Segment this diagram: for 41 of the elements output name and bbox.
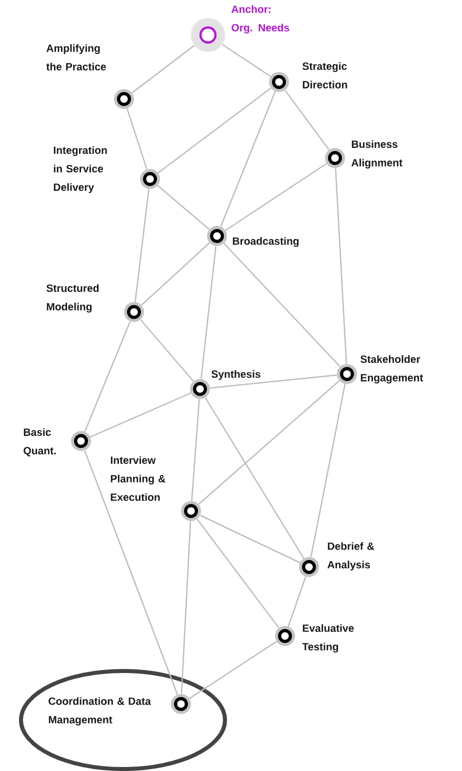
connector-line xyxy=(310,384,346,558)
connector-line xyxy=(157,185,210,230)
connector-line xyxy=(189,641,277,699)
connector-line xyxy=(126,108,148,170)
node-label: Interview Planning & Execution xyxy=(110,456,166,501)
node-label: Coordination & Data Management xyxy=(48,697,151,726)
node-label: Structured Modeling xyxy=(46,284,99,313)
connector-line xyxy=(140,319,194,382)
node-label: Basic Quant. xyxy=(24,428,56,456)
connector-line xyxy=(180,521,192,694)
connector-line xyxy=(224,242,340,368)
connector-line xyxy=(220,91,276,227)
connector-line xyxy=(204,397,304,559)
connector-line xyxy=(334,168,348,364)
connector-line xyxy=(210,374,337,389)
connector-line xyxy=(134,189,150,302)
node-label: Strategic Direction xyxy=(302,62,348,88)
node-label: Broadcasting xyxy=(232,237,299,247)
connector-line xyxy=(198,380,340,505)
node-label: Integration in Service Delivery xyxy=(54,146,107,193)
connector-line xyxy=(132,44,195,94)
connector-line xyxy=(84,450,178,695)
node-label: Stakeholder Engagement xyxy=(360,355,424,384)
connector-line xyxy=(225,163,327,231)
connector-line xyxy=(288,576,306,627)
connector-line xyxy=(222,44,271,77)
node-label: Evaluative Testing xyxy=(302,624,354,653)
node-label: Debrief & Analysis xyxy=(327,542,374,570)
connector-line xyxy=(200,514,300,564)
connector-line xyxy=(90,392,191,438)
connector-line xyxy=(191,399,200,501)
connector-line xyxy=(200,246,217,379)
connector-line xyxy=(84,321,131,432)
node-label: Anchor: Org. Needs xyxy=(231,5,290,34)
connector-line xyxy=(196,518,280,628)
node-label: Synthesis xyxy=(212,370,260,380)
node-label: Amplifying the Practice xyxy=(46,44,106,70)
node-label: Business Alignment xyxy=(351,140,402,169)
connector-line xyxy=(141,242,210,306)
connector-line xyxy=(158,88,272,174)
connector-line xyxy=(284,90,330,150)
